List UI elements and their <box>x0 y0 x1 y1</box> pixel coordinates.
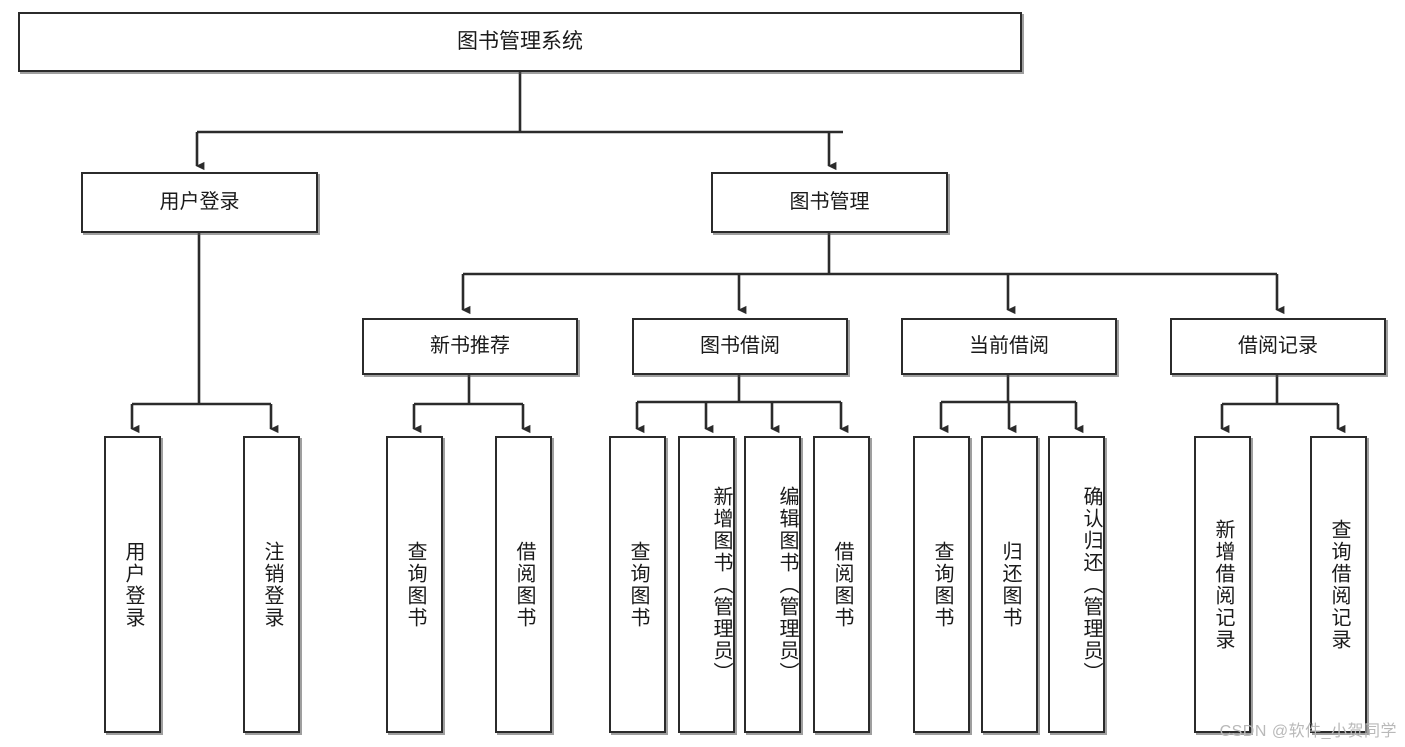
node-book-borrow[interactable]: 图书借阅 <box>632 318 848 375</box>
node-book-management[interactable]: 图书管理 <box>711 172 948 233</box>
node-label: 新书推荐 <box>430 335 510 357</box>
node-label: 新增图书（管理员） <box>710 485 732 684</box>
leaf-query-book-borrow[interactable]: 查询图书 <box>609 436 666 733</box>
leaf-logout[interactable]: 注销登录 <box>243 436 300 733</box>
leaf-return-book[interactable]: 归还图书 <box>981 436 1038 733</box>
node-label: 用户登录 <box>122 540 144 629</box>
leaf-confirm-return-admin[interactable]: 确认归还（管理员） <box>1048 436 1105 733</box>
node-label: 图书管理 <box>789 191 870 213</box>
leaf-query-book-current[interactable]: 查询图书 <box>913 436 970 733</box>
leaf-query-book-recommendation[interactable]: 查询图书 <box>386 436 443 733</box>
node-current-borrow[interactable]: 当前借阅 <box>901 318 1117 375</box>
leaf-borrow-book[interactable]: 借阅图书 <box>813 436 870 733</box>
node-label: 归还图书 <box>999 540 1021 629</box>
leaf-user-login[interactable]: 用户登录 <box>104 436 161 733</box>
node-label: 注销登录 <box>261 540 283 629</box>
leaf-query-borrow-record[interactable]: 查询借阅记录 <box>1310 436 1367 733</box>
node-label: 图书管理系统 <box>457 29 583 53</box>
node-new-book-recommendation[interactable]: 新书推荐 <box>362 318 578 375</box>
node-root-book-management-system[interactable]: 图书管理系统 <box>18 12 1022 72</box>
node-label: 查询图书 <box>931 540 953 629</box>
node-label: 借阅记录 <box>1238 335 1318 357</box>
leaf-borrow-book-recommendation[interactable]: 借阅图书 <box>495 436 552 733</box>
node-label: 查询图书 <box>627 540 649 629</box>
node-label: 查询图书 <box>404 540 426 629</box>
node-label: 图书借阅 <box>700 335 780 357</box>
leaf-add-borrow-record[interactable]: 新增借阅记录 <box>1194 436 1251 733</box>
node-label: 当前借阅 <box>969 335 1049 357</box>
node-label: 确认归还（管理员） <box>1080 485 1102 684</box>
node-label: 新增借阅记录 <box>1212 518 1234 651</box>
leaf-edit-book-admin[interactable]: 编辑图书（管理员） <box>744 436 801 733</box>
node-borrow-record[interactable]: 借阅记录 <box>1170 318 1386 375</box>
node-label: 编辑图书（管理员） <box>776 485 798 684</box>
watermark-text: CSDN @软件_小贺同学 <box>1219 723 1397 740</box>
leaf-add-book-admin[interactable]: 新增图书（管理员） <box>678 436 735 733</box>
node-label: 借阅图书 <box>513 540 535 629</box>
node-user-login[interactable]: 用户登录 <box>81 172 318 233</box>
node-label: 用户登录 <box>159 191 240 213</box>
node-label: 查询借阅记录 <box>1328 518 1350 651</box>
node-label: 借阅图书 <box>831 540 853 629</box>
